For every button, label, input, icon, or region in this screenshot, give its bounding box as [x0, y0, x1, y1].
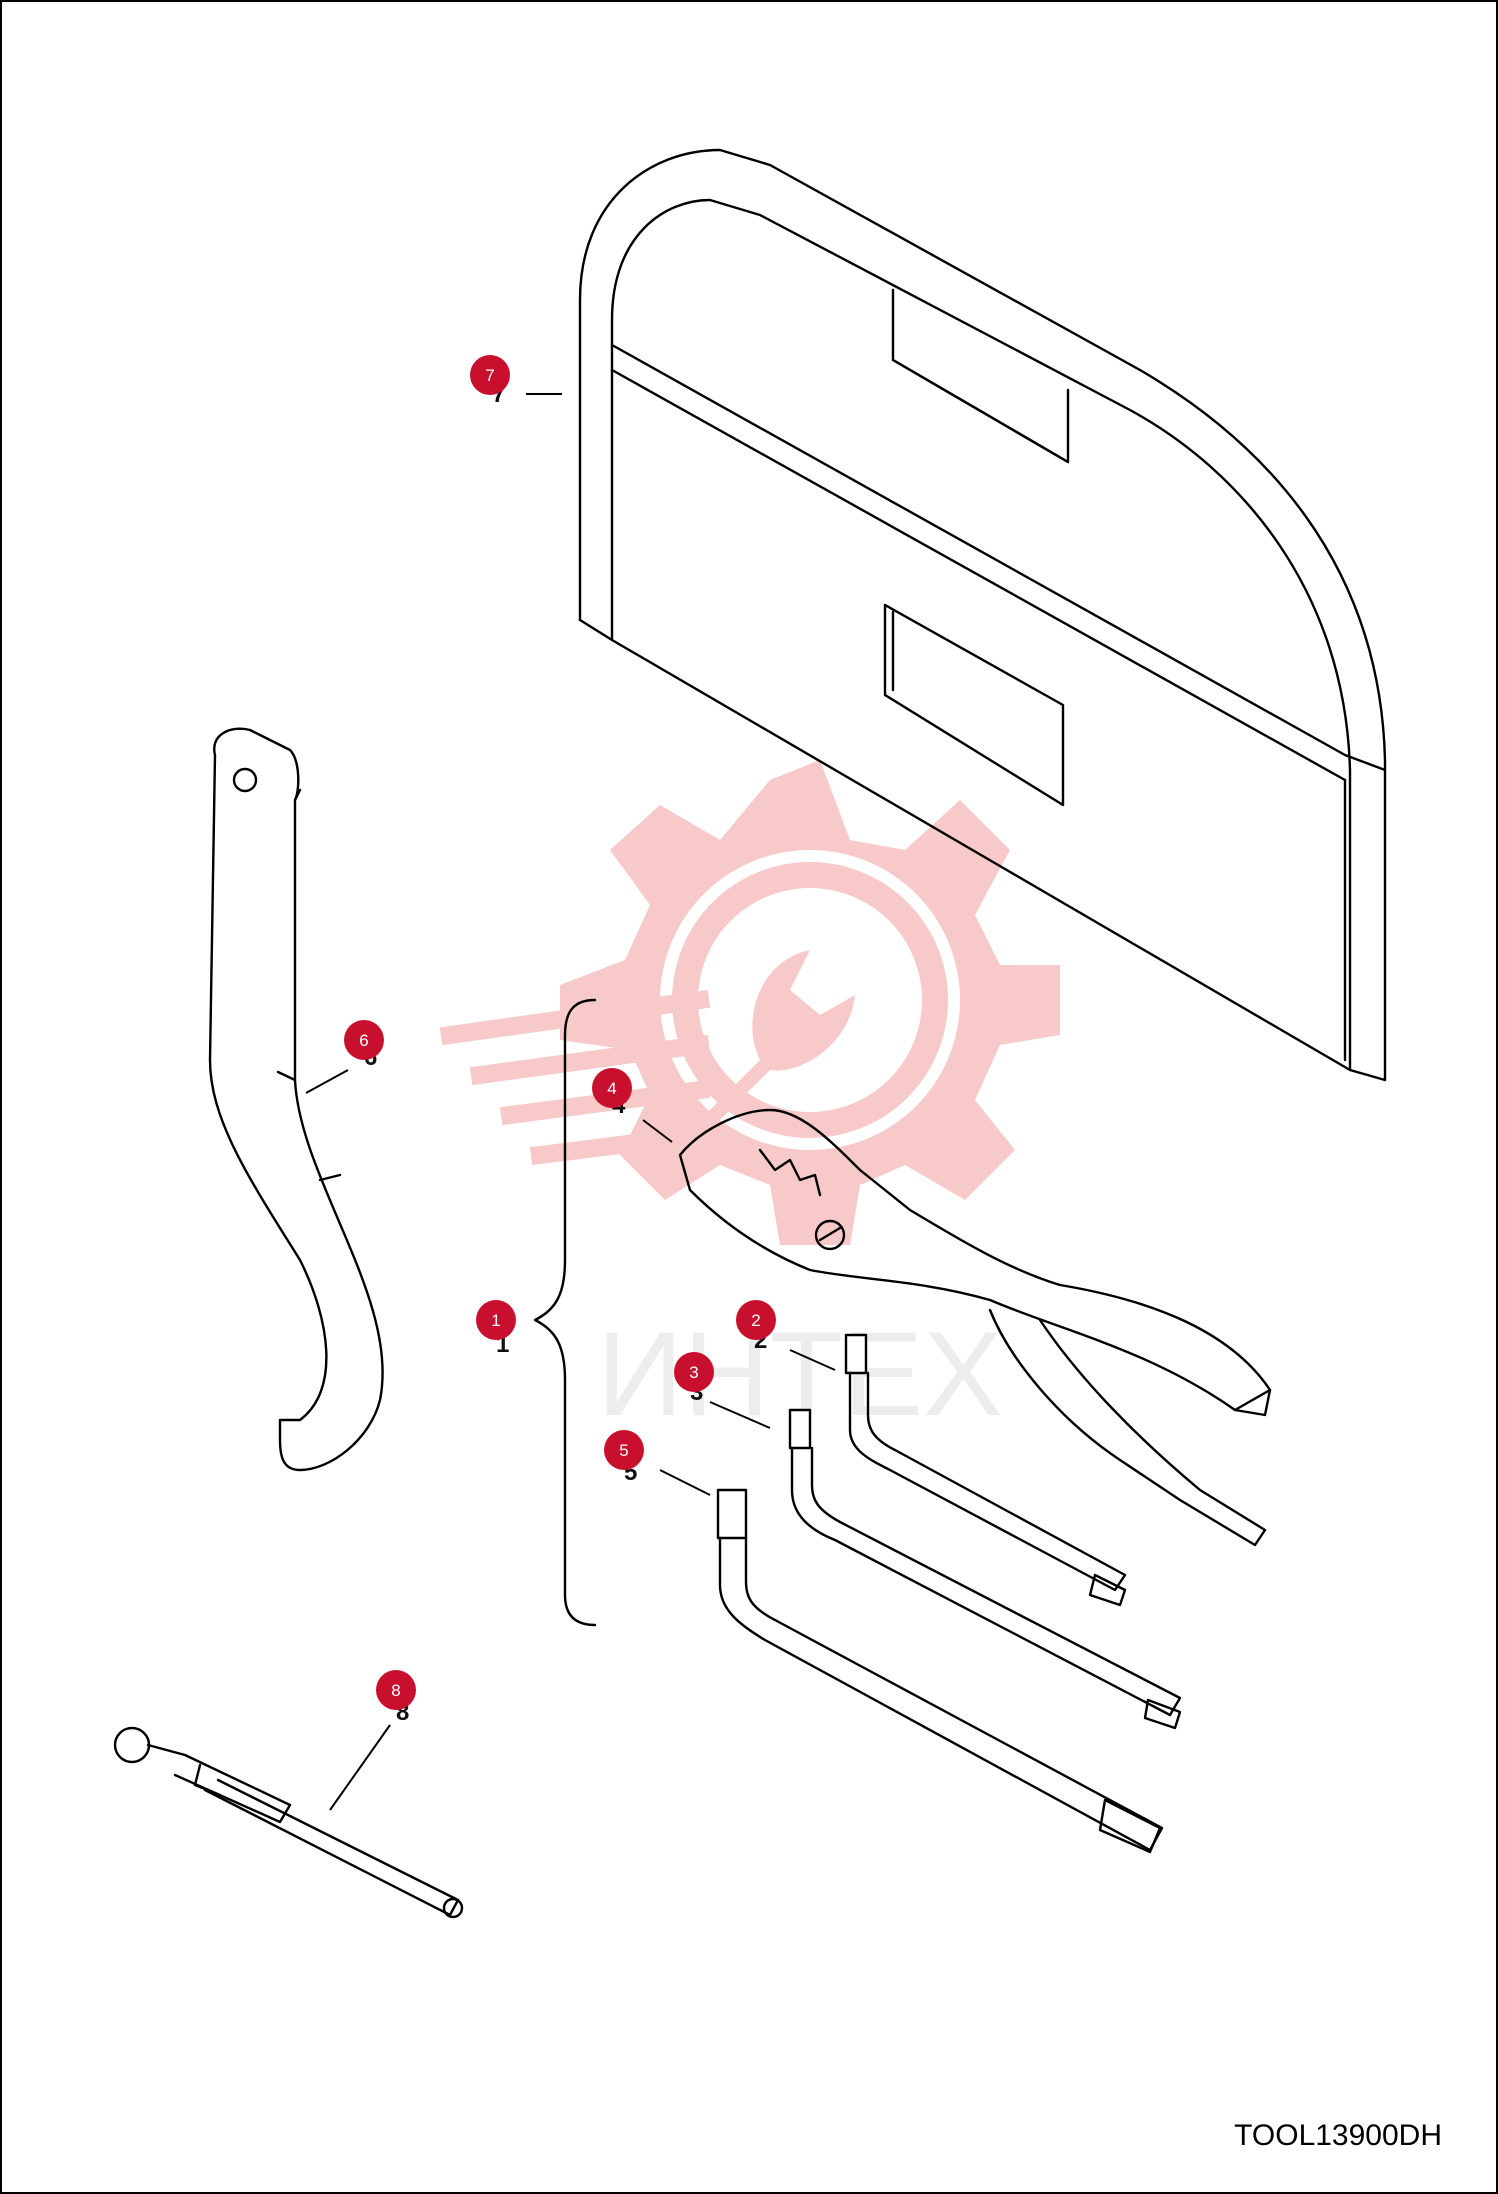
svg-text:1: 1 — [491, 1311, 500, 1330]
svg-text:7: 7 — [485, 366, 494, 385]
svg-text:6: 6 — [359, 1031, 368, 1050]
watermark-ring — [660, 850, 960, 1150]
callout-5[interactable]: 5 — [604, 1430, 644, 1470]
callout-4[interactable]: 4 — [592, 1068, 632, 1108]
hex-key-medium-drawing — [788, 1408, 1182, 1730]
callout-3[interactable]: 3 — [674, 1352, 714, 1392]
watermark-gear-icon — [560, 760, 1060, 1245]
hex-key-small-drawing — [844, 1333, 1127, 1607]
screwdriver-handle-bar-drawing — [113, 1726, 464, 1919]
callout-badges: 7 6 4 1 2 3 5 8 — [344, 355, 776, 1710]
tool-bag-drawing — [578, 148, 1387, 1082]
svg-text:2: 2 — [751, 1311, 760, 1330]
leader-lines — [305, 393, 836, 1811]
hook-spanner-drawing — [208, 727, 384, 1472]
callout-8[interactable]: 8 — [376, 1670, 416, 1710]
svg-text:8: 8 — [391, 1681, 400, 1700]
svg-text:3: 3 — [689, 1363, 698, 1382]
callout-6[interactable]: 6 — [344, 1020, 384, 1060]
drawing-code: TOOL13900DH — [1234, 2119, 1442, 2152]
watermark-wrench-icon — [700, 950, 855, 1130]
callout-1[interactable]: 1 — [476, 1300, 516, 1340]
pliers-drawing — [678, 1108, 1272, 1547]
callout-2[interactable]: 2 — [736, 1300, 776, 1340]
hex-key-large-drawing — [716, 1488, 1164, 1854]
svg-text:5: 5 — [619, 1441, 628, 1460]
tool-set-bracket-brace — [533, 998, 597, 1627]
callout-7[interactable]: 7 — [470, 355, 510, 395]
svg-text:4: 4 — [607, 1079, 616, 1098]
